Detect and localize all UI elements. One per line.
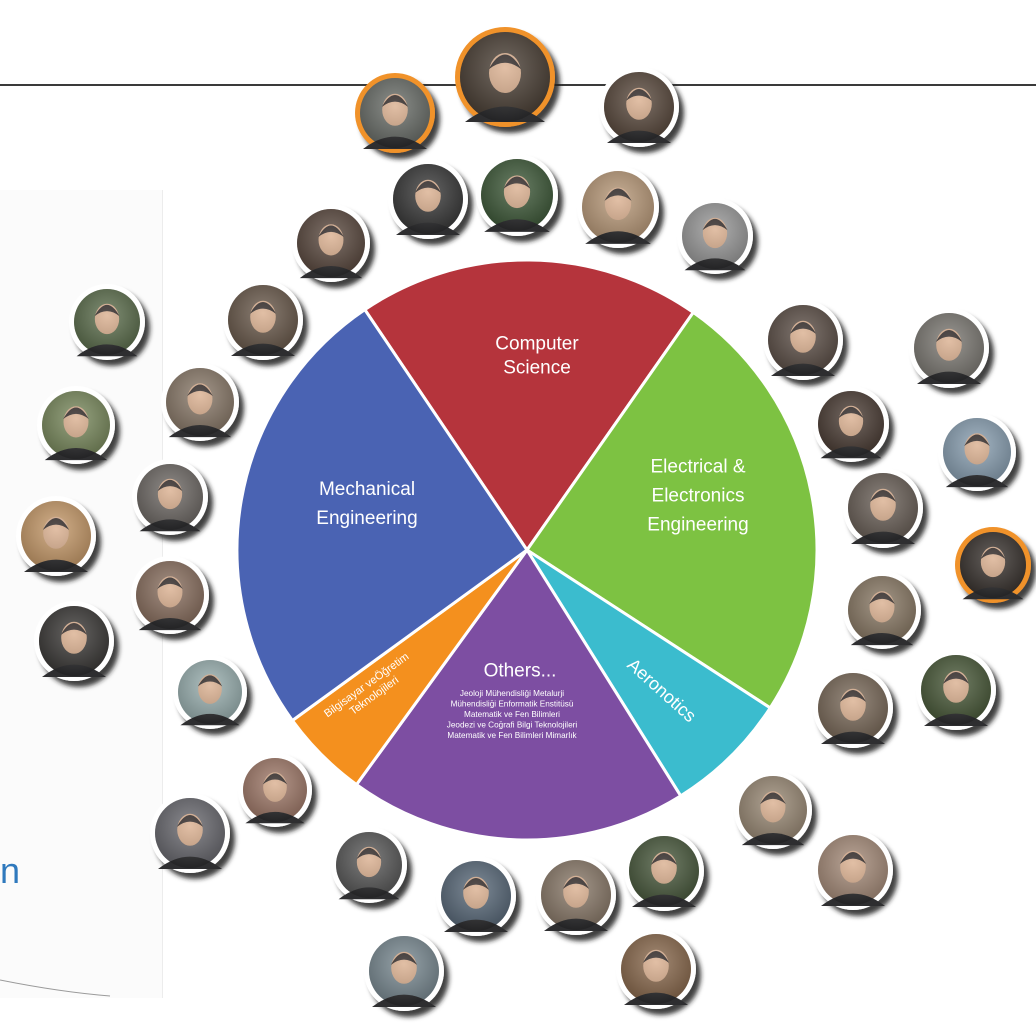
label-others: Others... bbox=[484, 661, 557, 682]
team-member-photo[interactable] bbox=[813, 668, 893, 748]
photo-shading bbox=[39, 606, 109, 676]
photo-shading bbox=[604, 72, 674, 142]
sector-label-line: Electronics bbox=[652, 486, 745, 507]
photo-shading bbox=[137, 464, 203, 530]
team-member-photo[interactable] bbox=[223, 280, 303, 360]
photo-shading bbox=[818, 673, 888, 743]
team-member-photo[interactable] bbox=[69, 284, 145, 360]
team-member-photo[interactable] bbox=[616, 929, 696, 1009]
photo-shading bbox=[682, 203, 748, 269]
team-member-photo[interactable] bbox=[476, 154, 558, 236]
others-sublist-item: Matematik ve Fen Bilimleri bbox=[464, 710, 560, 719]
team-member-photo[interactable] bbox=[734, 771, 812, 849]
team-member-photo[interactable] bbox=[388, 159, 468, 239]
sector-label-line: Engineering bbox=[647, 515, 748, 536]
left-panel-letter: n bbox=[0, 850, 21, 891]
photo-shading bbox=[818, 391, 884, 457]
photo-shading bbox=[228, 285, 298, 355]
team-member-photo[interactable] bbox=[16, 496, 96, 576]
team-member-photo[interactable] bbox=[355, 73, 435, 153]
team-member-photo[interactable] bbox=[843, 571, 921, 649]
photo-shading bbox=[336, 832, 402, 898]
others-sublist-item: Jeoloji Mühendisliği Metalurji bbox=[460, 689, 564, 698]
photo-shading bbox=[943, 418, 1011, 486]
team-member-photo[interactable] bbox=[624, 831, 704, 911]
photo-shading bbox=[541, 860, 611, 930]
team-member-photo[interactable] bbox=[238, 753, 312, 827]
photo-shading bbox=[921, 655, 991, 725]
team-member-photo[interactable] bbox=[677, 198, 753, 274]
team-member-photo[interactable] bbox=[909, 308, 989, 388]
photo-shading bbox=[621, 934, 691, 1004]
photo-shading bbox=[768, 305, 838, 375]
team-member-photo[interactable] bbox=[173, 655, 247, 729]
team-member-photo[interactable] bbox=[37, 386, 115, 464]
team-member-photo[interactable] bbox=[813, 386, 889, 462]
photo-shading bbox=[243, 758, 307, 822]
sector-label-line: Others... bbox=[484, 661, 557, 682]
sector-label-line: Electrical & bbox=[650, 457, 745, 478]
photo-shading bbox=[441, 861, 511, 931]
team-member-photo[interactable] bbox=[577, 166, 659, 248]
photo-shading bbox=[629, 836, 699, 906]
sector-label-line: Science bbox=[503, 358, 571, 379]
photo-shading bbox=[393, 164, 463, 234]
team-member-photo[interactable] bbox=[161, 363, 239, 441]
team-member-photo[interactable] bbox=[331, 827, 407, 903]
team-member-photo[interactable] bbox=[813, 830, 893, 910]
pie-outline bbox=[233, 256, 821, 844]
photo-shading bbox=[960, 532, 1026, 598]
team-member-photo[interactable] bbox=[455, 27, 555, 127]
team-member-photo[interactable] bbox=[150, 793, 230, 873]
photo-shading bbox=[155, 798, 225, 868]
photo-shading bbox=[178, 660, 242, 724]
photo-shading bbox=[166, 368, 234, 436]
team-member-photo[interactable] bbox=[131, 556, 209, 634]
team-member-photo[interactable] bbox=[843, 468, 923, 548]
photo-shading bbox=[460, 32, 550, 122]
team-member-photo[interactable] bbox=[34, 601, 114, 681]
photo-shading bbox=[481, 159, 553, 231]
photo-shading bbox=[360, 78, 430, 148]
photo-shading bbox=[818, 835, 888, 905]
team-member-photo[interactable] bbox=[955, 527, 1031, 603]
team-member-photo[interactable] bbox=[763, 300, 843, 380]
photo-shading bbox=[848, 576, 916, 644]
others-sublist-item: Matematik ve Fen Bilimleri Mimarlık bbox=[447, 731, 577, 740]
team-member-photo[interactable] bbox=[292, 204, 370, 282]
team-member-photo[interactable] bbox=[364, 931, 444, 1011]
photo-shading bbox=[21, 501, 91, 571]
sector-label-line: Mechanical bbox=[319, 479, 415, 500]
sector-label-line: Engineering bbox=[316, 508, 417, 529]
photo-shading bbox=[136, 561, 204, 629]
team-member-photo[interactable] bbox=[938, 413, 1016, 491]
swoosh-decoration bbox=[0, 979, 111, 997]
team-member-photo[interactable] bbox=[536, 855, 616, 935]
team-member-photo[interactable] bbox=[436, 856, 516, 936]
photo-shading bbox=[848, 473, 918, 543]
team-member-photo[interactable] bbox=[916, 650, 996, 730]
sector-label-line: Computer bbox=[495, 334, 579, 355]
photo-shading bbox=[42, 391, 110, 459]
photo-shading bbox=[74, 289, 140, 355]
team-member-photo[interactable] bbox=[599, 67, 679, 147]
photo-shading bbox=[582, 171, 654, 243]
photo-shading bbox=[369, 936, 439, 1006]
team-member-photo[interactable] bbox=[132, 459, 208, 535]
photo-shading bbox=[914, 313, 984, 383]
photo-shading bbox=[297, 209, 365, 277]
others-sublist-item: Jeodezi ve Coğrafi Bilgi Teknolojileri bbox=[447, 721, 578, 730]
photo-shading bbox=[739, 776, 807, 844]
others-sublist-item: Mühendisliği Enformatik Enstitüsü bbox=[451, 700, 574, 709]
